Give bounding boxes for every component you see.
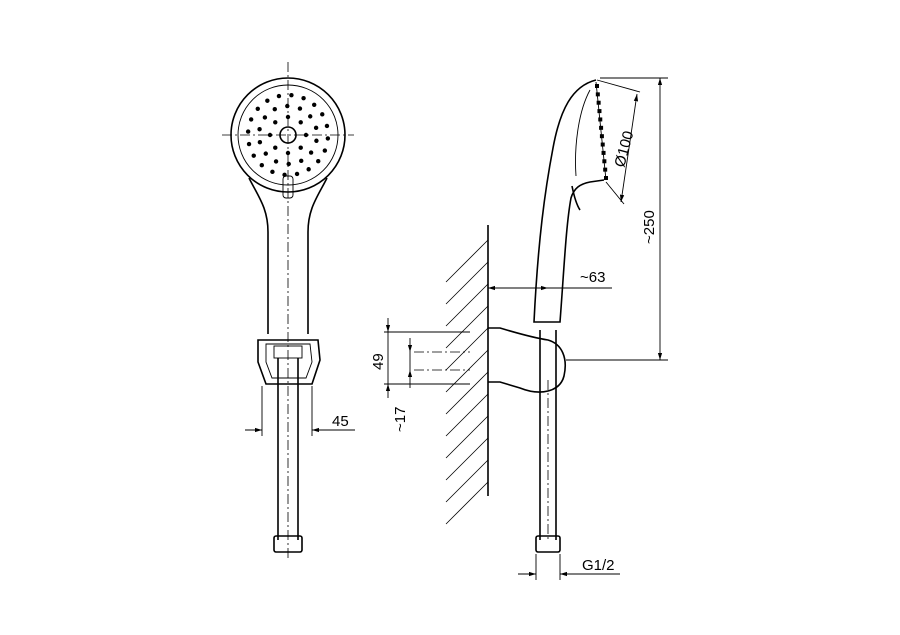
side-nozzle: [600, 142, 605, 147]
hose-nut-front: [273, 535, 303, 553]
hose-nut-side: [535, 535, 561, 553]
nozzle-dot: [255, 106, 260, 112]
nozzle-dot: [298, 145, 303, 150]
nozzle-dot: [308, 150, 314, 155]
hatch-line: [445, 481, 489, 525]
nozzle-dot: [273, 145, 278, 150]
dim-projection: ~63: [580, 269, 605, 286]
handset-side-outline: [533, 79, 605, 323]
nozzle-dot: [245, 129, 251, 134]
hatch-line: [445, 349, 489, 393]
nozzle-dot: [306, 167, 311, 172]
nozzle-dot: [276, 93, 282, 99]
spray-selector: [282, 175, 294, 199]
dim-head-diameter: Ø100: [611, 129, 637, 169]
side-nozzle: [603, 167, 608, 172]
nozzle-dot: [263, 151, 268, 156]
nozzle-dot: [294, 171, 300, 177]
nozzle-dot: [311, 102, 317, 107]
nozzle-dot: [257, 127, 262, 132]
hatch-line: [445, 393, 489, 437]
hatch-line: [445, 305, 489, 349]
nozzle-dot: [322, 148, 328, 153]
nozzle-dot: [313, 125, 319, 131]
nozzle-dot: [308, 114, 313, 119]
side-nozzle: [596, 100, 601, 105]
nozzle-dot: [273, 120, 278, 125]
side-nozzle: [599, 134, 604, 139]
wall-hatching: [445, 239, 489, 525]
hatch-line: [445, 327, 489, 371]
nozzle-dot: [251, 153, 256, 158]
side-nozzle: [597, 109, 602, 114]
hatch-line: [445, 459, 489, 503]
side-nozzle: [604, 176, 608, 180]
nozzle-dot: [320, 112, 325, 117]
hatch-line: [445, 437, 489, 481]
hatch-line: [445, 283, 489, 327]
nozzle-dot: [325, 136, 331, 141]
nozzle-dot: [267, 132, 273, 138]
nozzle-dot: [303, 132, 309, 138]
nozzle-dot: [273, 159, 279, 164]
nozzle-pattern: [245, 92, 331, 178]
side-nozzle: [602, 159, 607, 164]
side-nozzle-face: [595, 84, 608, 180]
side-nozzle: [598, 117, 603, 122]
side-nozzle: [595, 92, 600, 97]
side-nozzle: [595, 84, 599, 88]
nozzle-dot: [316, 158, 321, 164]
nozzle-dot: [297, 106, 303, 111]
nozzle-dot: [289, 92, 294, 98]
nozzle-dot: [299, 158, 304, 164]
center-nozzle: [279, 126, 297, 144]
nozzle-dot: [314, 138, 319, 143]
wall-holder-side: [488, 327, 566, 393]
dim-offset: ~17: [392, 407, 409, 432]
nozzle-dot: [285, 114, 291, 120]
wall-holder-front: [257, 339, 321, 385]
side-nozzle: [599, 125, 604, 130]
front-view: 45: [222, 62, 355, 560]
nozzle-dot: [248, 117, 254, 122]
nozzle-dot: [257, 139, 263, 145]
hatch-line: [445, 239, 489, 283]
dim-width-holder: 45: [332, 413, 349, 430]
hatch-line: [445, 415, 489, 459]
nozzle-dot: [285, 103, 290, 109]
nozzle-dot: [272, 106, 277, 112]
side-view: ~63 49 ~17 Ø100 ~250 G1/2: [370, 77, 668, 580]
nozzle-dot: [246, 141, 252, 147]
nozzle-dot: [285, 150, 291, 156]
dim-thread: G1/2: [582, 557, 615, 574]
hatch-line: [445, 261, 489, 305]
hatch-line: [445, 371, 489, 415]
nozzle-dot: [265, 98, 270, 103]
nozzle-dot: [286, 161, 291, 167]
side-nozzle: [601, 150, 606, 155]
dim-length: ~250: [641, 210, 658, 244]
nozzle-dot: [324, 123, 330, 129]
nozzle-dot: [298, 120, 303, 125]
nozzle-dot: [262, 115, 268, 120]
dim-height-holder: 49: [370, 353, 387, 370]
handle-outline: [248, 177, 328, 334]
nozzle-dot: [301, 95, 306, 101]
nozzle-dot: [270, 169, 275, 175]
nozzle-dot: [259, 163, 265, 168]
